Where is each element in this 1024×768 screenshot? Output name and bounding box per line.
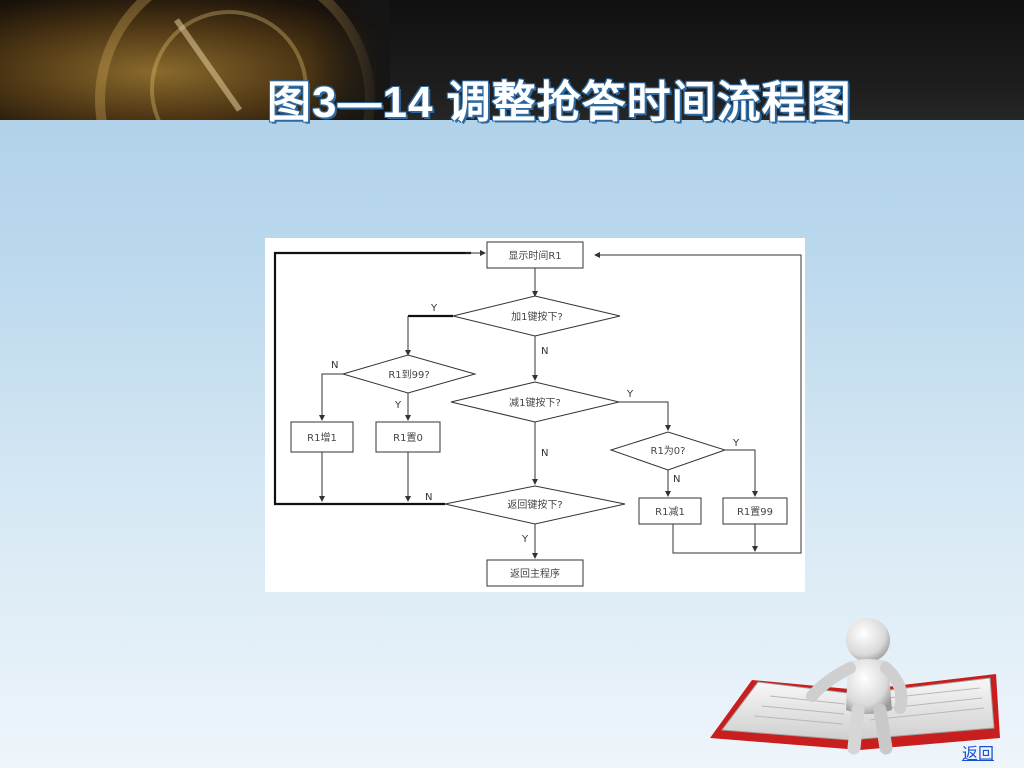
edge-label-return-no: N — [425, 492, 432, 503]
slide-title: 图3—14 调整抢答时间流程图 — [267, 78, 852, 127]
node-set0: R1置0 — [375, 421, 441, 453]
flowchart: 显示时间R1 加1键按下? R1到99? R1增1 R1置0 减1键按下? R1… — [273, 241, 802, 587]
edge-labels: Y N N Y Y N Y N N Y — [331, 303, 740, 545]
mascot-book-illustration — [710, 618, 1000, 755]
node-return-key: 返回键按下? — [444, 485, 626, 525]
edge-label-minus-no: N — [541, 448, 548, 459]
node-inc: R1增1 — [290, 421, 354, 453]
node-r1-99: R1到99? — [341, 354, 477, 394]
mascot-body — [846, 659, 892, 714]
node-r1-0: R1为0? — [609, 431, 727, 471]
node-return-main-label: 返回主程序 — [510, 567, 560, 580]
node-r1-99-label: R1到99? — [388, 369, 429, 381]
edge-label-r0-no: N — [673, 474, 680, 485]
flowchart-panel: 显示时间R1 加1键按下? R1到99? R1增1 R1置0 减1键按下? R1… — [265, 238, 805, 592]
edge-label-minus-yes: Y — [626, 389, 634, 400]
node-start-label: 显示时间R1 — [508, 249, 561, 262]
mascot-right-leg — [873, 703, 893, 755]
edge-label-plus-yes: Y — [430, 303, 438, 314]
edge-label-r99-yes: Y — [394, 400, 402, 411]
node-return-main: 返回主程序 — [486, 559, 584, 587]
node-plus-key: 加1键按下? — [452, 295, 621, 337]
node-plus-key-label: 加1键按下? — [511, 310, 563, 323]
mascot-left-leg — [847, 703, 865, 755]
node-set0-label: R1置0 — [393, 432, 423, 444]
node-return-key-label: 返回键按下? — [507, 498, 562, 511]
node-inc-label: R1增1 — [307, 431, 337, 444]
node-minus-key-label: 减1键按下? — [509, 396, 561, 409]
mascot-left-arm — [806, 662, 856, 702]
mascot-head — [846, 618, 890, 662]
node-start: 显示时间R1 — [486, 241, 584, 269]
back-link[interactable]: 返回 — [962, 744, 995, 763]
compass-fade — [310, 0, 390, 120]
node-set99: R1置99 — [722, 497, 788, 525]
node-minus-key: 减1键按下? — [450, 381, 620, 423]
compass-decoration — [0, 0, 390, 120]
edge-label-r99-no: N — [331, 360, 338, 371]
mascot-right-arm — [880, 662, 908, 714]
node-dec: R1减1 — [638, 497, 702, 525]
header-banner — [0, 0, 1024, 120]
edge-label-plus-no: N — [541, 346, 548, 357]
edge-label-return-yes: Y — [521, 534, 529, 545]
node-r1-0-label: R1为0? — [651, 445, 686, 457]
node-set99-label: R1置99 — [737, 506, 773, 518]
edge-label-r0-yes: Y — [732, 438, 740, 449]
node-dec-label: R1减1 — [655, 506, 685, 518]
flowchart-connectors — [273, 250, 802, 559]
